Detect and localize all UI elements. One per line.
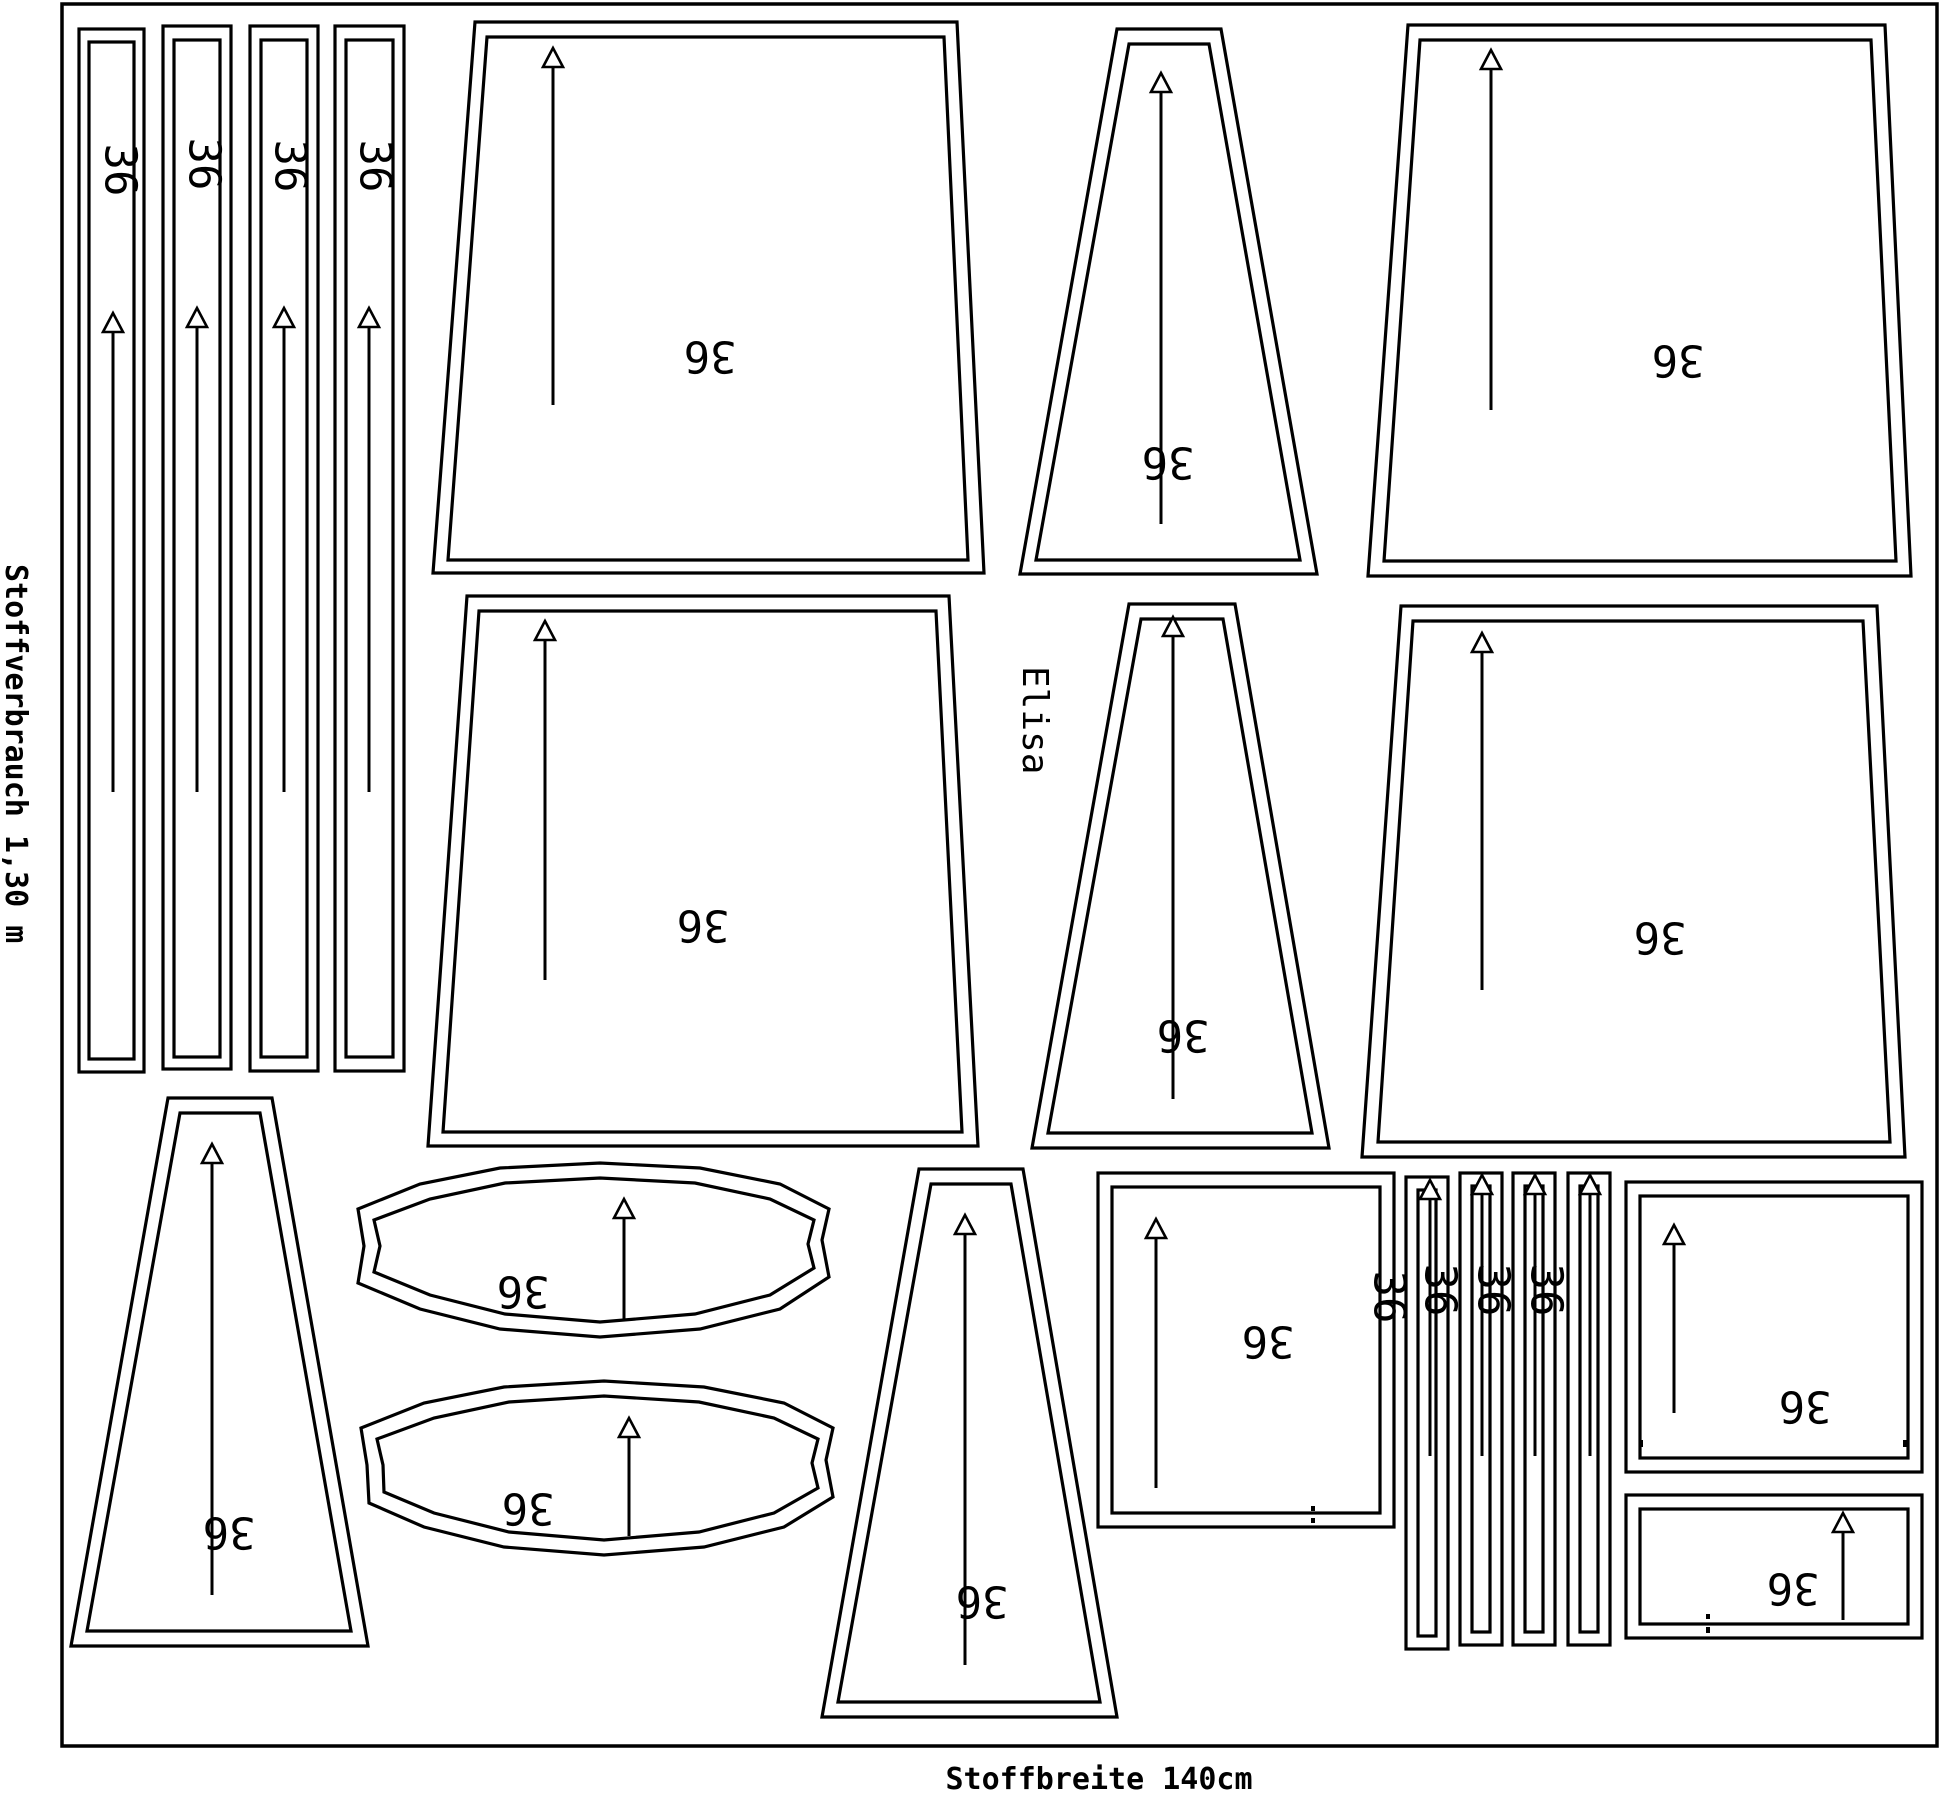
grainline-arrow [611, 1196, 637, 1320]
grainline-arrow [540, 45, 566, 405]
strip-piece-4 [333, 24, 406, 1073]
strip-piece-2 [161, 24, 233, 1071]
side-gore-top [1018, 27, 1319, 576]
size-label: 36 [1364, 1271, 1415, 1324]
side-gore-left-bottom [69, 1096, 370, 1648]
size-label: 36 [677, 900, 730, 951]
grainline-arrow [184, 305, 210, 792]
strip-piece-1 [77, 27, 146, 1074]
size-label: 36 [684, 331, 737, 382]
grainline-arrow [1469, 630, 1495, 990]
grainline-arrow [100, 310, 126, 792]
size-label: 36 [1242, 1316, 1295, 1367]
fabric-length-label: Stoffverbrauch 1,30 m [0, 564, 33, 943]
size-label: 36 [1157, 1010, 1210, 1061]
oval-piece-1 [356, 1161, 831, 1339]
size-label: 36 [179, 138, 230, 191]
size-label: 36 [265, 140, 316, 193]
side-gore-center-bottom [820, 1167, 1119, 1719]
facing-piece-small [1624, 1493, 1924, 1640]
grainline-group [100, 45, 1856, 1665]
size-label: 36 [1521, 1264, 1572, 1317]
grainline-arrow [1478, 47, 1504, 410]
grainline-arrow [1830, 1510, 1856, 1620]
size-label: 36 [1415, 1264, 1466, 1317]
size-label: 36 [1142, 437, 1195, 488]
size-label: 36 [502, 1483, 555, 1534]
grainline-arrow [616, 1415, 642, 1536]
grainline-arrow [1143, 1216, 1169, 1488]
small-strip-1 [1404, 1175, 1450, 1651]
grainline-arrow [952, 1212, 978, 1665]
grainline-arrow [1661, 1222, 1687, 1413]
grainline-arrow [1522, 1172, 1548, 1456]
back-panel-top [1366, 23, 1913, 578]
size-label: 36 [956, 1576, 1009, 1627]
strip-piece-3 [248, 24, 320, 1073]
facing-piece-large [1624, 1180, 1924, 1474]
model-name: Elisa [1014, 666, 1055, 774]
grainline-arrow [199, 1141, 225, 1595]
size-label: 36 [1767, 1563, 1820, 1614]
grainline-arrow [1417, 1177, 1443, 1456]
front-panel-bottom [426, 594, 980, 1148]
front-panel-top [431, 20, 986, 575]
grainline-arrow [1577, 1172, 1603, 1456]
grainline-arrow [1148, 70, 1174, 524]
size-label: 36 [1779, 1381, 1832, 1432]
size-label: 36 [203, 1507, 256, 1558]
grainline-arrow [271, 305, 297, 792]
fabric-width-label: Stoffbreite 140cm [945, 1762, 1252, 1797]
pocket-piece [1096, 1171, 1396, 1529]
size-label: 36 [1652, 335, 1705, 386]
grainline-arrow [356, 305, 382, 792]
grainline-arrow [532, 618, 558, 980]
side-gore-middle [1030, 602, 1331, 1150]
size-label: 36 [350, 140, 401, 193]
size-label: 36 [497, 1266, 550, 1317]
grainline-arrow [1160, 614, 1186, 1099]
size-label: 36 [1468, 1264, 1519, 1317]
oval-piece-2 [359, 1379, 835, 1557]
size-label: 36 [1634, 912, 1687, 963]
back-panel-bottom [1360, 604, 1907, 1159]
grainline-arrow [1469, 1172, 1495, 1456]
size-label: 36 [95, 144, 146, 197]
fabric-border [60, 2, 1939, 1748]
